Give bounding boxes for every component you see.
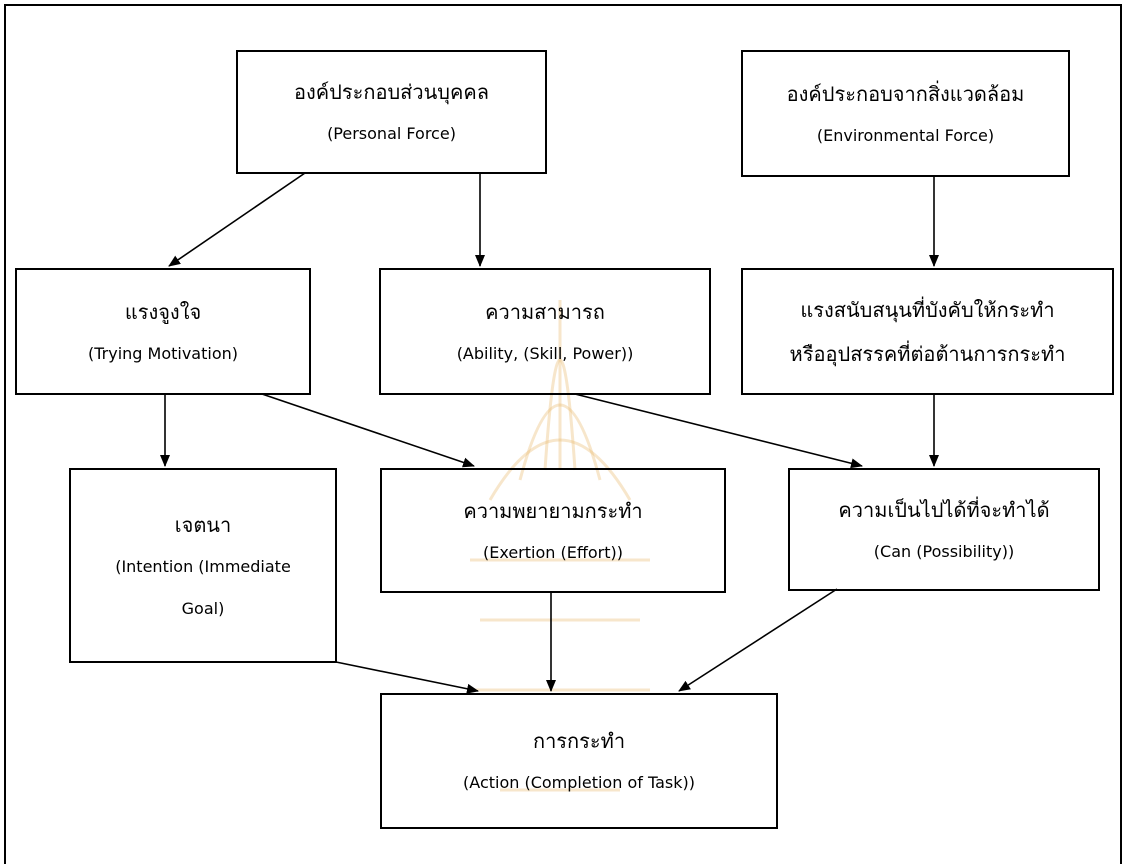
node-support-obstacle-line2: หรืออุปสรรคที่ต่อต้านการกระทำ	[789, 341, 1066, 366]
node-environmental-force-english: (Environmental Force)	[816, 125, 995, 145]
node-can-possibility-english: (Can (Possibility))	[873, 541, 1015, 561]
node-support-obstacle: แรงสนับสนุนที่บังคับให้กระทำ หรืออุปสรรค…	[741, 268, 1114, 395]
node-personal-force-thai: องค์ประกอบส่วนบุคคล	[294, 80, 489, 104]
node-intention-english-line2: Goal)	[181, 598, 225, 618]
node-trying-motivation: แรงจูงใจ (Trying Motivation)	[15, 268, 311, 395]
node-intention-thai: เจตนา	[174, 512, 232, 537]
node-support-obstacle-line1: แรงสนับสนุนที่บังคับให้กระทำ	[800, 297, 1055, 322]
node-trying-motivation-thai: แรงจูงใจ	[124, 299, 202, 324]
node-ability: ความสามารถ (Ability, (Skill, Power))	[379, 268, 711, 395]
node-exertion: ความพยายามกระทำ (Exertion (Effort))	[380, 468, 726, 593]
node-can-possibility: ความเป็นไปได้ที่จะทำได้ (Can (Possibilit…	[788, 468, 1100, 591]
node-ability-thai: ความสามารถ	[485, 299, 605, 324]
node-intention-english-line1: (Intention (Immediate	[115, 556, 291, 576]
edge-personal-motivation	[168, 172, 306, 267]
node-environmental-force-thai: องค์ประกอบจากสิ่งแวดล้อม	[786, 81, 1025, 106]
node-ability-english: (Ability, (Skill, Power))	[456, 343, 634, 363]
node-can-possibility-thai: ความเป็นไปได้ที่จะทำได้	[838, 497, 1050, 522]
node-action-thai: การกระทำ	[532, 729, 626, 753]
edge-intention-action	[335, 661, 479, 694]
node-exertion-english: (Exertion (Effort))	[483, 542, 623, 562]
node-exertion-thai: ความพยายามกระทำ	[463, 498, 643, 523]
edge-motivation-exertion	[261, 393, 475, 468]
edge-ability-can	[574, 393, 863, 469]
node-personal-force-english: (Personal Force)	[327, 124, 456, 143]
node-action: การกระทำ (Action (Completion of Task))	[380, 693, 778, 829]
diagram-frame	[4, 4, 1122, 864]
edge-can-action	[678, 588, 838, 692]
node-action-english: (Action (Completion of Task))	[463, 773, 695, 792]
node-environmental-force: องค์ประกอบจากสิ่งแวดล้อม (Environmental …	[741, 50, 1070, 177]
node-trying-motivation-english: (Trying Motivation)	[87, 343, 238, 363]
node-personal-force: องค์ประกอบส่วนบุคคล (Personal Force)	[236, 50, 547, 174]
node-intention: เจตนา (Intention (Immediate Goal)	[69, 468, 337, 663]
